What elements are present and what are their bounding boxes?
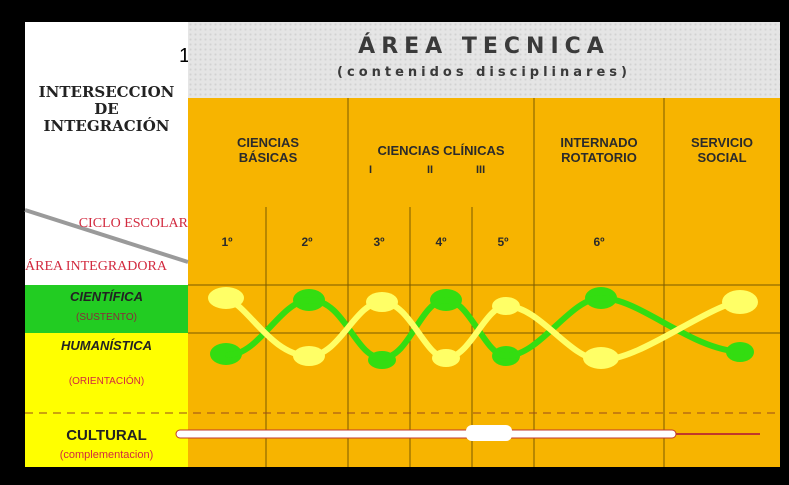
corner-label-line1: INTERSECCION [38, 83, 175, 101]
humanistica-title: HUMANÍSTICA [61, 338, 152, 353]
ciclo-escolar-label: CICLO ESCOLAR [78, 216, 188, 231]
title-band [188, 22, 780, 98]
roman-i: I [369, 164, 373, 176]
year-4: 4º [435, 235, 447, 249]
year-3: 3º [373, 235, 385, 249]
corner-label-line3: INTEGRACIÓN [43, 117, 170, 135]
green-blobs-bottom [210, 342, 754, 369]
cultural-sub: (complementacion) [59, 449, 154, 461]
phase-ciencias-basicas: CIENCIAS BÁSICAS [236, 135, 300, 165]
green-wave [225, 294, 745, 362]
phase-ciencias-clinicas: CIENCIAS CLÍNICAS [377, 143, 505, 158]
year-6: 6º [593, 235, 605, 249]
yellow-wave [223, 297, 745, 364]
year-separators [265, 207, 473, 467]
cultural-bar [175, 425, 760, 441]
corner-cell [25, 22, 188, 207]
humanistica-sub: (ORIENTACIÓN) [68, 376, 145, 387]
corner-label-line2: DE [94, 100, 119, 118]
corner-label: INTERSECCION DE INTEGRACIÓN [25, 84, 188, 135]
humanistica-cell: HUMANÍSTICA (ORIENTACIÓN) [25, 333, 188, 413]
cientifica-sub: (SUSTENTO) [76, 312, 137, 323]
green-blobs-top [293, 287, 617, 311]
year-5: 5º [497, 235, 509, 249]
phase-servicio: SERVICIO SOCIAL [691, 135, 753, 165]
title-main: ÁREA TECNICA [358, 34, 610, 59]
phase-internado: INTERNADO ROTATORIO [560, 135, 638, 165]
roman-iii: III [476, 164, 486, 176]
area-integradora-label: ÁREA INTEGRADORA [25, 259, 167, 274]
orange-grid [188, 98, 780, 467]
cultural-title: CULTURAL [66, 427, 147, 444]
year-2: 2º [301, 235, 313, 249]
year-1: 1º [221, 235, 233, 249]
cultural-cell: CULTURAL (complementacion) [25, 413, 188, 467]
phase-separators [347, 98, 665, 467]
roman-ii: II [427, 164, 434, 176]
cientifica-cell: CIENTÍFICA (SUSTENTO) [25, 285, 188, 333]
cientifica-title: CIENTÍFICA [70, 289, 143, 304]
title-subtitle: (contenidos disciplinares) [337, 65, 631, 80]
